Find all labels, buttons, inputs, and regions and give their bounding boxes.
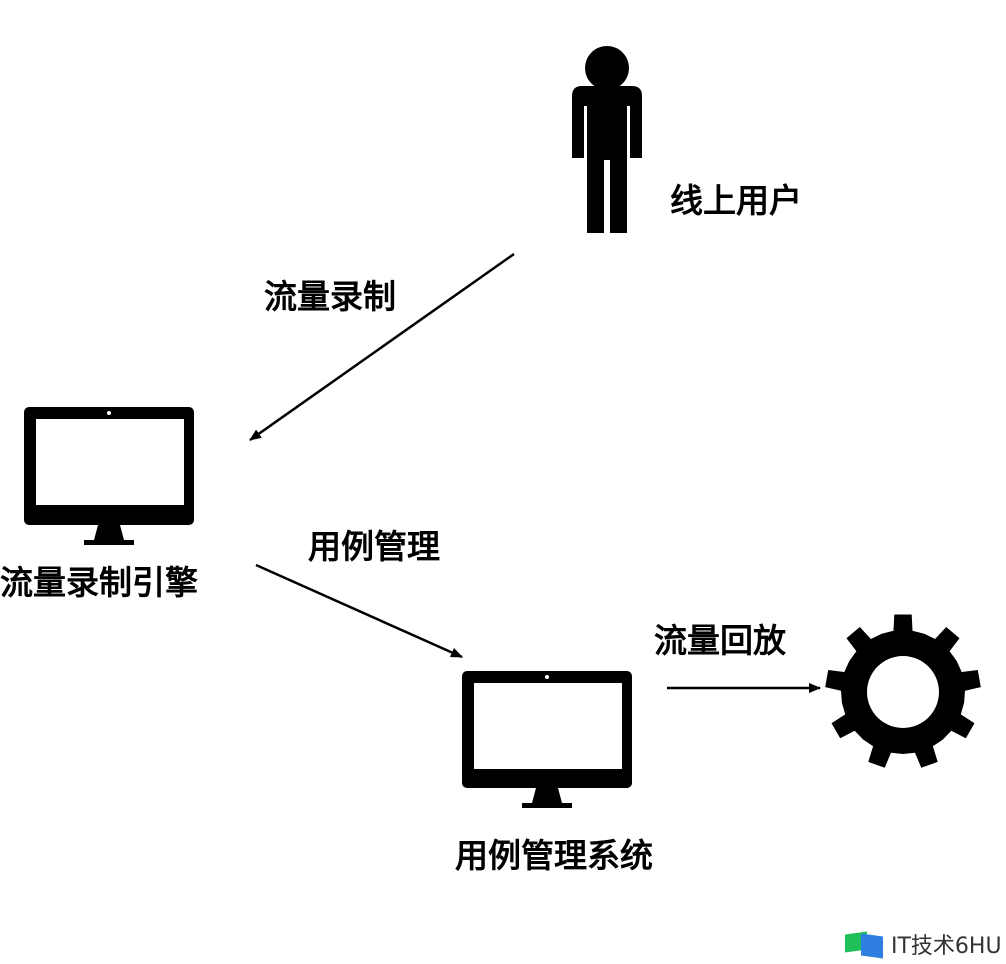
recording-engine-monitor-icon — [24, 407, 194, 545]
arrow-user-to-engine — [249, 252, 515, 442]
label-online-users: 线上用户 — [670, 181, 802, 220]
label-case-management: 用例管理 — [308, 527, 440, 566]
gear-icon — [825, 614, 981, 768]
arrow-engine-to-system — [255, 563, 463, 659]
watermark-logo-icon — [845, 931, 885, 959]
label-traffic-replay: 流量回放 — [654, 621, 786, 660]
label-traffic-recording: 流量录制 — [264, 277, 396, 316]
watermark: IT技术6HU — [845, 928, 1002, 960]
watermark-text: IT技术6HU — [891, 934, 1002, 959]
case-management-monitor-icon — [462, 671, 632, 808]
label-recording-engine: 流量录制引擎 — [0, 563, 198, 602]
user-person-icon — [572, 46, 642, 233]
label-case-management-system: 用例管理系统 — [455, 836, 653, 875]
